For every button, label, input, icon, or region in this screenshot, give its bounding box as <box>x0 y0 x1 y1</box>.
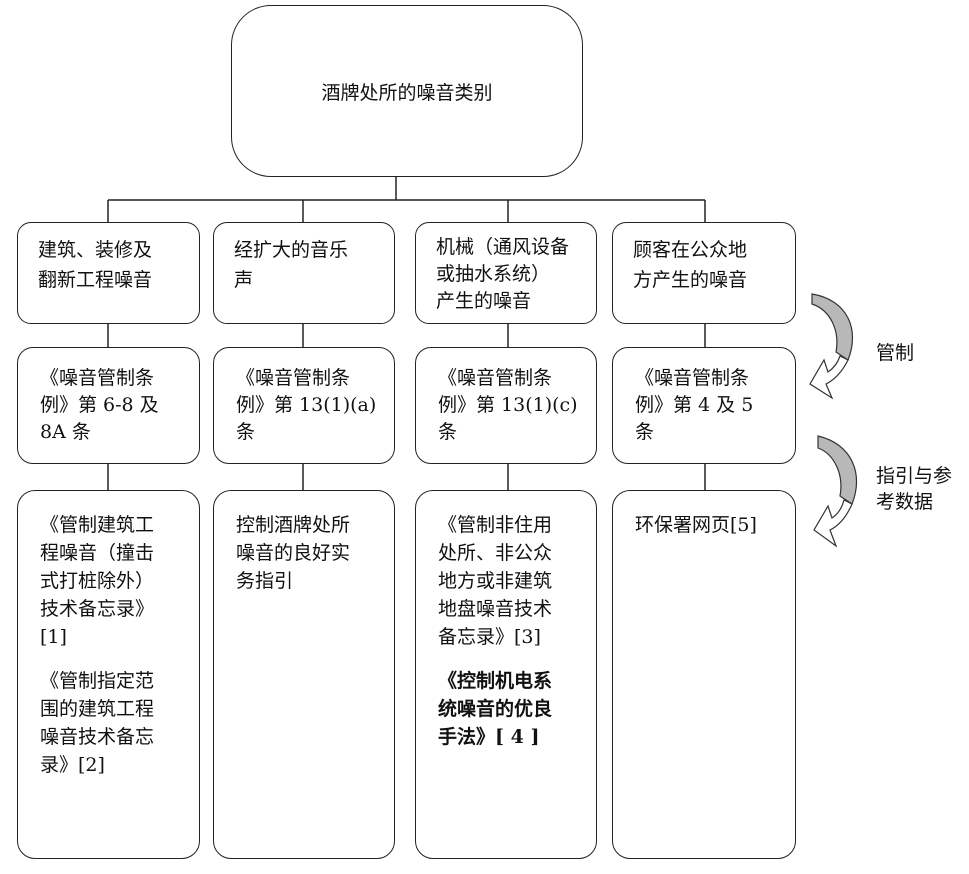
category-box-music: 经扩大的音乐 声 <box>213 222 395 324</box>
category-line: 或抽水系统） <box>436 263 551 285</box>
law-box-construction: 《噪音管制条 例》第 6-8 及 8A 条 <box>17 347 200 464</box>
law-line: 《噪音管制条 <box>438 367 553 389</box>
side-label-control-text: 管制 <box>876 342 915 364</box>
guide-line: 环保署网页[5] <box>635 514 757 536</box>
guide-item: 《管制非住用 处所、非公众 地方或非建筑 地盘噪音技术 备忘录》[3] <box>438 511 584 651</box>
guide-line: 《管制指定范 <box>40 670 155 692</box>
category-line: 经扩大的音乐 <box>234 239 349 261</box>
guide-line: 技术备忘录》 <box>40 598 155 620</box>
guide-line: 地方或非建筑 <box>438 570 553 592</box>
law-line: 例》第 13(1)(c) <box>438 394 578 416</box>
guide-line: 《控制机电系 <box>438 670 553 692</box>
law-line: 例》第 6-8 及 <box>40 394 159 416</box>
category-box-construction: 建筑、装修及 翻新工程噪音 <box>17 222 200 324</box>
guide-line: 噪音的良好实 <box>236 542 351 564</box>
law-line: 条 <box>438 421 458 443</box>
law-box-machinery: 《噪音管制条 例》第 13(1)(c) 条 <box>415 347 597 464</box>
side-label-guidance: 指引与参 考数据 <box>876 463 952 515</box>
guide-line: 围的建筑工程 <box>40 698 155 720</box>
category-box-customers: 顾客在公众地 方产生的噪音 <box>612 222 796 324</box>
root-title: 酒牌处所的噪音类别 <box>321 81 493 104</box>
guide-box-music: 控制酒牌处所 噪音的良好实 务指引 <box>213 490 395 859</box>
law-line: 《噪音管制条 <box>236 367 351 389</box>
guide-line: 式打桩除外） <box>40 570 155 592</box>
guide-line: 控制酒牌处所 <box>236 514 351 536</box>
category-line: 顾客在公众地 <box>633 239 748 261</box>
category-line: 机械（通风设备 <box>436 236 570 258</box>
law-box-customers: 《噪音管制条 例》第 4 及 5 条 <box>612 347 796 464</box>
guide-line: 噪音技术备忘 <box>40 726 155 748</box>
guide-line: 录》[2] <box>40 754 105 776</box>
guide-item: 环保署网页[5] <box>635 511 783 539</box>
law-line: 《噪音管制条 <box>635 367 750 389</box>
category-line: 翻新工程噪音 <box>38 269 153 291</box>
root-category-box: 酒牌处所的噪音类别 <box>231 5 583 177</box>
law-line: 条 <box>635 421 655 443</box>
law-line: 条 <box>236 421 256 443</box>
guide-line: 备忘录》[3] <box>438 626 541 648</box>
guide-item: 《控制机电系 统噪音的优良 手法》[ 4 ] <box>438 667 584 751</box>
guide-item: 《管制指定范 围的建筑工程 噪音技术备忘 录》[2] <box>40 667 187 779</box>
guide-item: 控制酒牌处所 噪音的良好实 务指引 <box>236 511 382 595</box>
side-label-guidance-line: 指引与参 <box>876 465 953 487</box>
category-line: 建筑、装修及 <box>38 239 153 261</box>
guide-line: 地盘噪音技术 <box>438 598 553 620</box>
law-box-music: 《噪音管制条 例》第 13(1)(a) 条 <box>213 347 395 464</box>
guide-line: 务指引 <box>236 570 294 592</box>
guide-box-customers: 环保署网页[5] <box>612 490 796 859</box>
law-line: 例》第 4 及 5 <box>635 394 754 416</box>
category-line: 方产生的噪音 <box>633 269 748 291</box>
law-line: 《噪音管制条 <box>40 367 155 389</box>
law-line: 8A 条 <box>40 421 91 443</box>
guide-line: 《管制非住用 <box>438 514 553 536</box>
guide-line: 程噪音（撞击 <box>40 542 155 564</box>
guide-line: 统噪音的优良 <box>438 698 553 720</box>
law-line: 例》第 13(1)(a) <box>236 394 377 416</box>
side-label-guidance-line: 考数据 <box>876 491 934 513</box>
guide-line: 处所、非公众 <box>438 542 553 564</box>
guide-item: 《管制建筑工 程噪音（撞击 式打桩除外） 技术备忘录》 [1] <box>40 511 187 651</box>
guide-line: 《管制建筑工 <box>40 514 155 536</box>
category-box-machinery: 机械（通风设备 或抽水系统） 产生的噪音 <box>415 222 597 324</box>
guide-line: [1] <box>40 626 67 648</box>
guide-line: 手法》[ 4 ] <box>438 726 540 748</box>
side-label-control: 管制 <box>876 340 914 366</box>
category-line: 产生的噪音 <box>436 290 532 312</box>
category-line: 声 <box>234 269 254 291</box>
curved-arrow-control-icon <box>809 293 854 400</box>
curved-arrow-guidance-icon <box>813 435 857 548</box>
guide-box-construction: 《管制建筑工 程噪音（撞击 式打桩除外） 技术备忘录》 [1] 《管制指定范 围… <box>17 490 200 859</box>
guide-box-machinery: 《管制非住用 处所、非公众 地方或非建筑 地盘噪音技术 备忘录》[3] 《控制机… <box>415 490 597 859</box>
